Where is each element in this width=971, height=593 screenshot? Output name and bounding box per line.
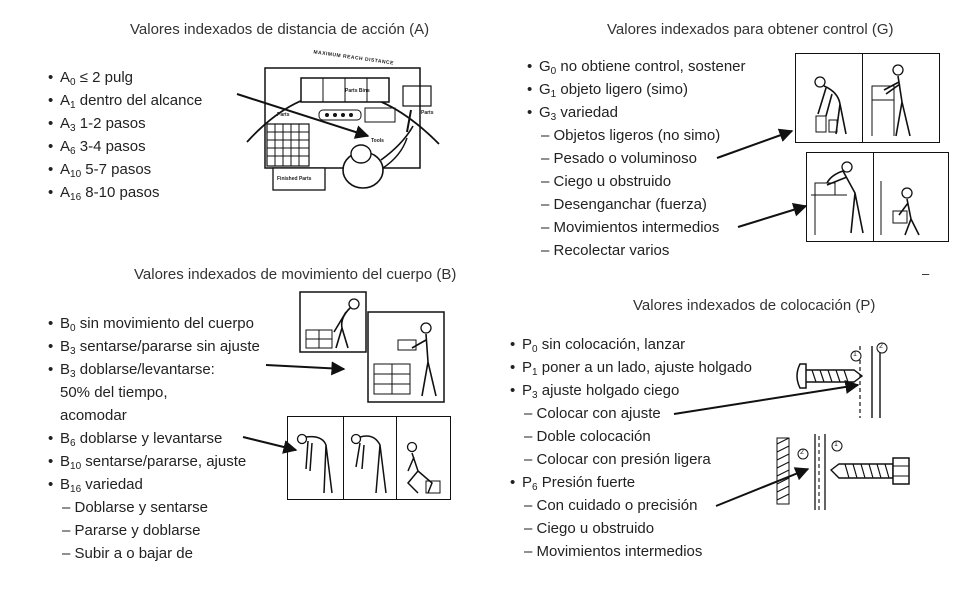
list-item: •G1 objeto ligero (simo) [527,81,688,100]
parts-left-label: Parts [277,112,290,118]
list-subitem: – Movimientos intermedios [541,219,720,236]
parts-right-label: Parts [421,110,434,116]
list-item: •A6 3-4 pasos [48,138,146,157]
list-subitem: – Pesado o voluminoso [541,150,697,167]
arrow-bend-lift-50 [265,361,346,376]
list-item: •G3 variedad [527,104,618,123]
section-g-title: Valores indexados para obtener control (… [607,21,894,38]
list-item: •A3 1-2 pasos [48,115,146,134]
list-subitem: – Con cuidado o precisión [524,497,698,514]
section-p-title: Valores indexados de colocación (P) [633,297,876,314]
list-item: •B6 doblarse y levantarse [48,430,223,449]
worker-stacking-figure [298,290,446,405]
list-subitem: – Pararse y doblarse [62,522,201,539]
list-item: •P1 poner a un lado, ajuste holgado [510,359,752,378]
arrow-reach [236,93,370,139]
marker-one: 1 [834,441,838,448]
section-g-list: •G0 no obtiene control, sostener •G1 obj… [527,58,746,260]
marker-two: 2 [879,343,883,350]
list-subitem: – Doblarse y sentarse [62,499,208,516]
section-a-list: •A0 ≤ 2 pulg •A1 dentro del alcance •A3 … [48,69,203,203]
list-subitem: – Subir a o bajar de [62,545,193,562]
list-item: •B0 sin movimiento del cuerpo [48,315,254,334]
list-item: •A10 5-7 pasos [48,161,152,180]
list-item: •A16 8-10 pasos [48,184,160,203]
worker-bending-sequence-figure [287,416,451,500]
workstation-illustration: MAXIMUM REACH DISTANCE Parts Bins Parts … [243,49,443,192]
list-item: •P3 ajuste holgado ciego [510,382,680,401]
list-item: •G0 no obtiene control, sostener [527,58,746,77]
list-subitem: – Doble colocación [524,428,651,445]
arrow-place-with-fit [673,380,860,415]
marker-one: 1 [853,351,857,358]
list-item-cont: 50% del tiempo, [60,384,168,401]
arrow-heavy-object [716,128,794,159]
stray-dash: – [922,266,930,281]
list-subitem: – Objetos ligeros (no simo) [541,127,721,144]
list-subitem: – Colocar con ajuste [524,405,661,422]
list-item: •B16 variedad [48,476,143,495]
list-item: •P6 Presión fuerte [510,474,636,493]
arrow-care-precision [715,467,810,507]
tools-label: Tools [371,138,384,144]
list-item: •A0 ≤ 2 pulg [48,69,134,88]
arrow-intermediate-moves [737,203,808,228]
section-b-list: •B0 sin movimiento del cuerpo •B3 sentar… [48,315,260,563]
list-subitem: – Ciego u obstruido [541,173,672,190]
arrow-bend-lift [242,436,298,454]
worker-lifting-figure [795,53,940,143]
list-subitem: – Movimientos intermedios [524,543,703,560]
marker-two: 2 [800,449,804,456]
list-item: •B3 sentarse/pararse sin ajuste [48,338,260,357]
worker-bending-figure [806,152,949,242]
section-p-list: •P0 sin colocación, lanzar •P1 poner a u… [510,336,752,561]
list-subitem: – Desenganchar (fuerza) [541,196,707,213]
screw-tight-fit-figure: 2 1 [775,432,925,512]
list-item: •B10 sentarse/pararse, ajuste [48,453,247,472]
section-b-title: Valores indexados de movimiento del cuer… [134,266,457,283]
list-item: •P0 sin colocación, lanzar [510,336,686,355]
list-item: •A1 dentro del alcance [48,92,203,111]
bins-label: Parts Bins [345,88,370,94]
screw-loose-fit-figure: 1 2 [790,338,900,420]
list-subitem: – Recolectar varios [541,242,670,259]
list-item: •B3 doblarse/levantarse: [48,361,215,380]
section-a-title: Valores indexados de distancia de acción… [130,21,430,38]
list-subitem: – Ciego u obstruido [524,520,655,537]
finished-parts-label: Finished Parts [277,176,312,182]
list-subitem: – Colocar con presión ligera [524,451,711,468]
list-item-cont: acomodar [60,407,127,424]
